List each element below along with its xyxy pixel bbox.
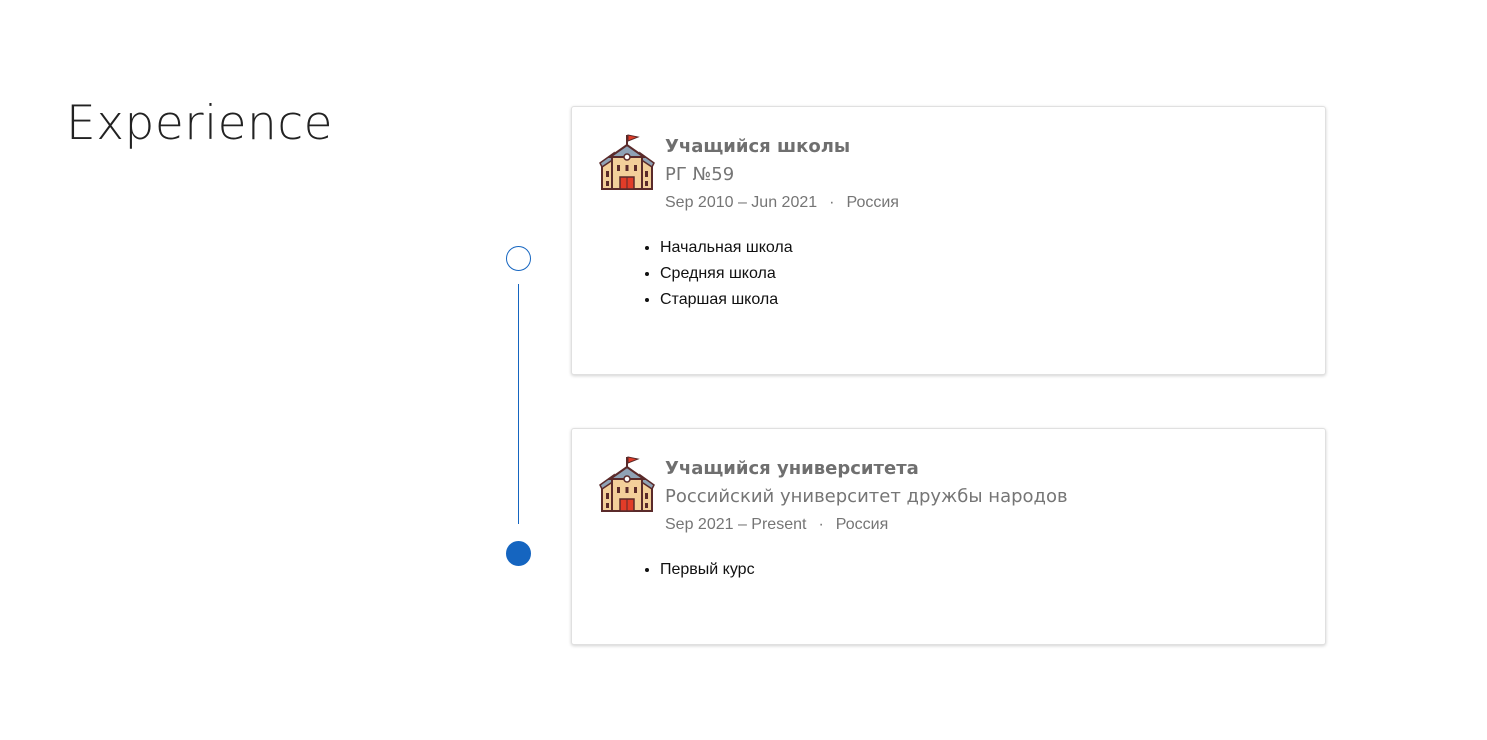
meta-separator: · (829, 194, 835, 211)
card-header: Учащийся университета Российский универс… (665, 458, 1068, 536)
timeline-line (518, 284, 519, 524)
organization-name: Российский университет дружбы народов (665, 486, 1068, 507)
section-title: Experience (66, 96, 334, 151)
role-title: Учащийся школы (665, 136, 851, 157)
bullet-list: Начальная школа Средняя школа Старшая шк… (660, 235, 793, 313)
meta-line: Sep 2010 – Jun 2021 · Россия (665, 192, 899, 214)
experience-card: Учащийся школы РГ №59 Sep 2010 – Jun 202… (571, 106, 1326, 375)
organization-name: РГ №59 (665, 164, 735, 185)
meta-line: Sep 2021 – Present · Россия (665, 514, 1068, 536)
timeline-dot-open (506, 246, 531, 271)
meta-separator: · (818, 516, 824, 533)
date-range: Sep 2021 – Present (665, 516, 807, 533)
list-item: Первый курс (660, 557, 755, 583)
timeline-dot-filled (506, 541, 531, 566)
role-title: Учащийся университета (665, 458, 919, 479)
experience-card: Учащийся университета Российский универс… (571, 428, 1326, 645)
school-building-icon (599, 456, 655, 512)
location: Россия (835, 516, 889, 533)
date-range: Sep 2010 – Jun 2021 (665, 194, 818, 211)
school-building-icon (599, 134, 655, 190)
location: Россия (846, 194, 899, 211)
list-item: Начальная школа (660, 235, 793, 261)
list-item: Средняя школа (660, 261, 793, 287)
bullet-list: Первый курс (660, 557, 755, 583)
list-item: Старшая школа (660, 287, 793, 313)
card-header: Учащийся школы РГ №59 Sep 2010 – Jun 202… (665, 136, 899, 214)
